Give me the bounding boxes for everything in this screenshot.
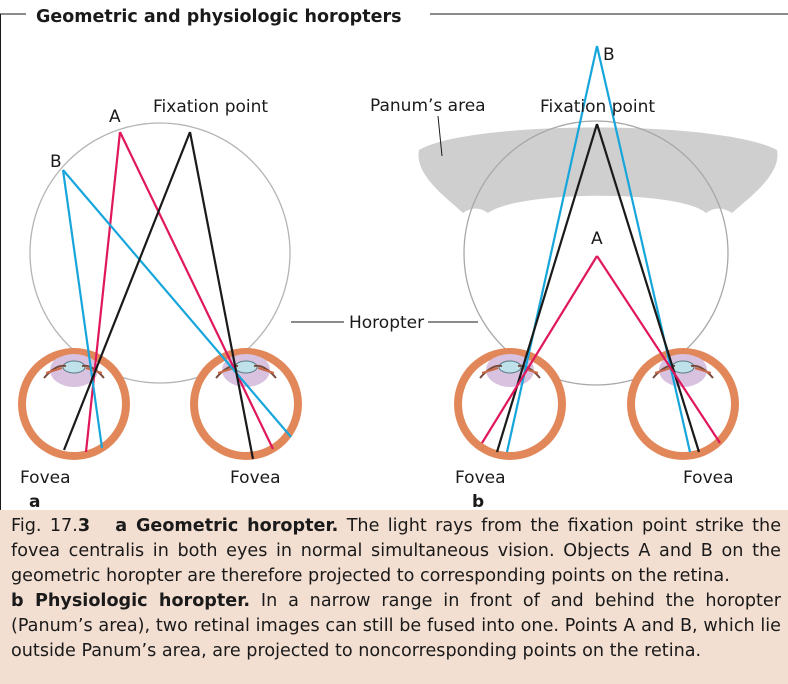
fixation-point-label-b: Fixation point (540, 97, 655, 117)
panel-b-label: b (472, 492, 484, 510)
fovea-right-label-b: Fovea (683, 468, 734, 488)
caption-text: Fig. 17.3 a Geometric horopter. The ligh… (11, 514, 781, 664)
point-b-label: B (50, 152, 62, 172)
caption-fig-number: Fig. 17. (11, 516, 78, 536)
caption-b-title: b Physiologic horopter. (11, 591, 250, 611)
right-eye-a (190, 348, 302, 460)
panums-area (418, 128, 777, 214)
panums-area-label: Panum’s area (370, 96, 486, 116)
horopter-figure: Geometric and physiologic horopters A B … (0, 0, 788, 510)
horopter-label: Horopter (349, 313, 424, 333)
fixation-point-label: Fixation point (153, 97, 268, 117)
caption-a-title: a Geometric horopter. (115, 516, 338, 536)
panel-a-label: a (29, 492, 40, 510)
point-b-label-b: B (603, 45, 615, 65)
point-a-label-b: A (591, 229, 603, 249)
caption-fig-number-bold: 3 (78, 516, 90, 536)
header-title: Geometric and physiologic horopters (36, 7, 402, 27)
point-a-label: A (109, 107, 121, 127)
left-eye-a (18, 348, 130, 460)
fovea-left-label-b: Fovea (455, 468, 506, 488)
geometric-horopter-circle (30, 123, 290, 383)
figure-caption: Fig. 17.3 a Geometric horopter. The ligh… (0, 510, 788, 684)
fovea-right-label: Fovea (230, 468, 281, 488)
fovea-left-label: Fovea (20, 468, 71, 488)
panel-a: A B Fixation point Fovea Fovea a (18, 97, 302, 510)
panel-b: Panum’s area Fixation point B A Fovea Fo… (370, 45, 777, 510)
